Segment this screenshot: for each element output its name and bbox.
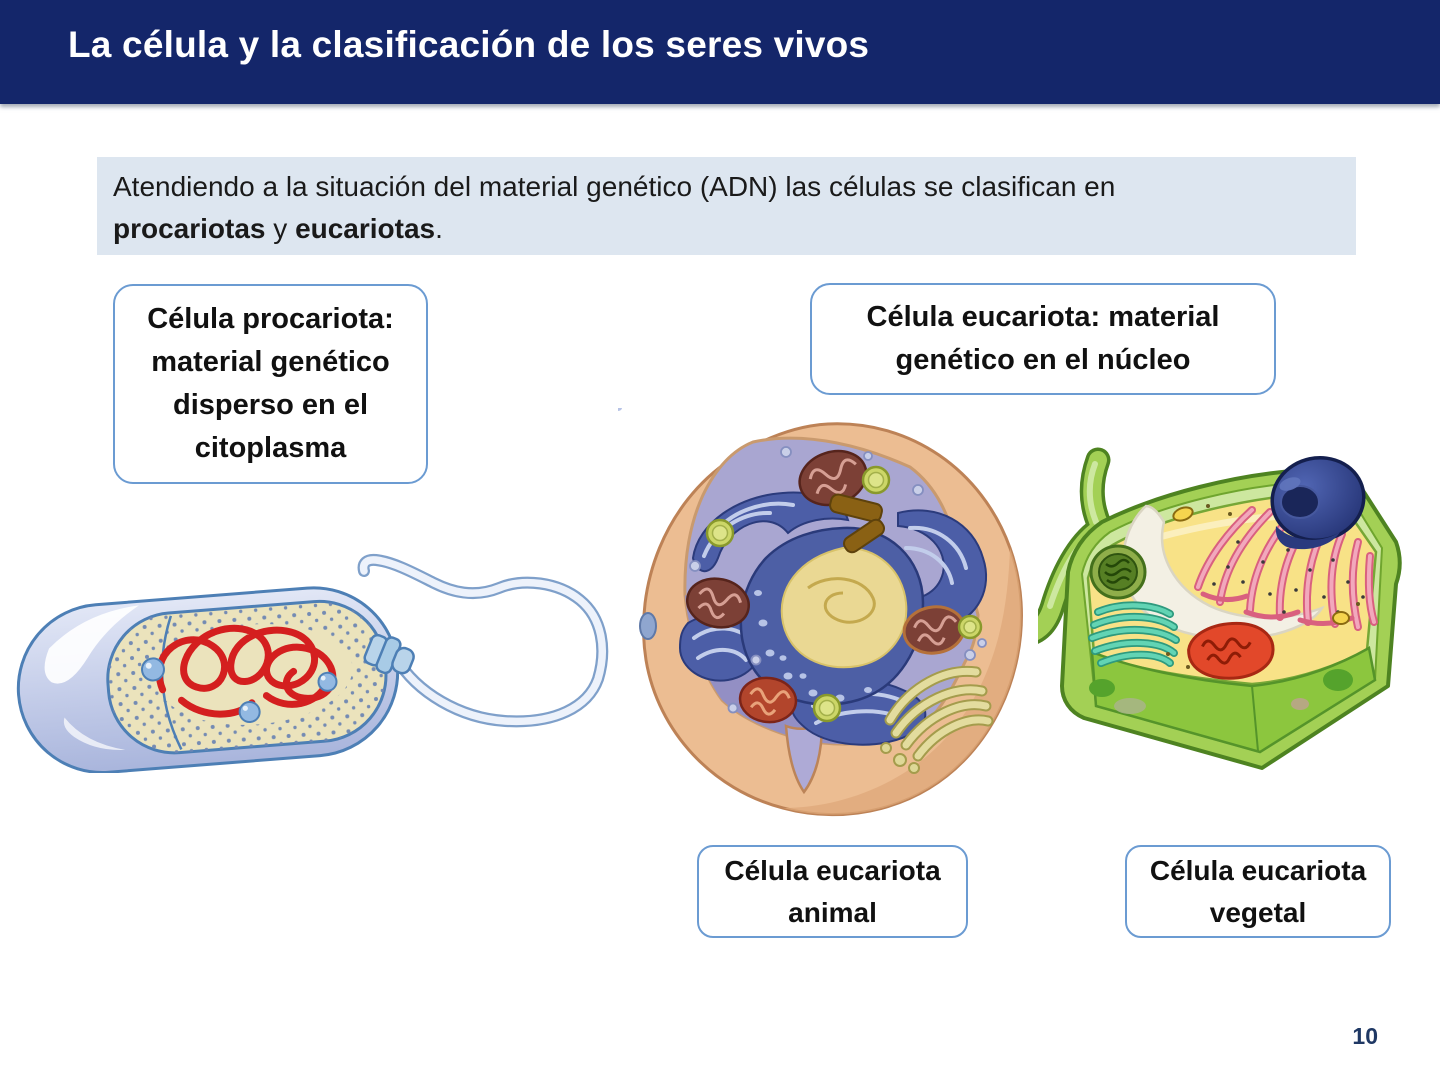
- nucleus: [618, 408, 925, 706]
- ribosome-dots: [1212, 540, 1365, 614]
- callout-procariota-line: citoplasma: [194, 432, 347, 464]
- statement-bold-procariotas: procariotas: [113, 213, 266, 244]
- nucleolus: [1280, 485, 1320, 519]
- bacterium-body: [16, 586, 400, 773]
- capsule-gloss: [44, 605, 139, 684]
- label-vegetal-line: Célula eucariota: [1149, 854, 1367, 886]
- label-vegetal-line: vegetal: [1209, 896, 1307, 928]
- label-animal-line: Célula eucariota: [724, 854, 941, 886]
- statement-box: Atendiendo a la situación del material g…: [97, 157, 1356, 255]
- page-number: 10: [1352, 1023, 1378, 1049]
- nucleus-lip: [1275, 526, 1340, 550]
- vesicles: [689, 446, 987, 714]
- cell-wall-front-face: [1089, 646, 1377, 754]
- nuclear-pores: [618, 408, 872, 702]
- page-title: La célula y la clasificación de los sere…: [68, 24, 870, 65]
- header-bar: La célula y la clasificación de los sere…: [0, 0, 1440, 104]
- plant-cell-illustration: [1038, 447, 1402, 770]
- membrane-pit: [639, 612, 657, 640]
- chromatin: [807, 577, 876, 624]
- flagellum: [357, 553, 609, 728]
- callout-procariota-line: Célula procariota:: [147, 303, 394, 335]
- lysosomes: [705, 465, 983, 723]
- label-animal-line: animal: [788, 896, 877, 928]
- statement-line1: Atendiendo a la situación del material g…: [113, 171, 1116, 202]
- callout-procariota: Célula procariota: material genético dis…: [113, 284, 428, 484]
- peroxisomes: [1166, 504, 1360, 669]
- mitochondrion: [686, 577, 750, 629]
- callout-procariota-line: disperso en el: [172, 389, 368, 421]
- statement-connector: y: [265, 213, 296, 244]
- callout-eucariota: Célula eucariota: material genético en e…: [810, 283, 1276, 395]
- callout-eucariota-line: Célula eucariota: material: [866, 301, 1220, 333]
- mitochondrion: [798, 449, 868, 507]
- label-celula-vegetal: Célula eucariota vegetal: [1125, 845, 1391, 938]
- mitochondrion: [1187, 621, 1275, 680]
- nucleolus: [780, 546, 908, 669]
- chloroplast: [1089, 544, 1147, 600]
- statement-period: .: [435, 213, 443, 244]
- mitochondrion: [738, 676, 798, 724]
- callout-procariota-line: material genético: [151, 346, 390, 378]
- golgi-apparatus: [880, 665, 994, 774]
- statement-line2: procariotas y eucariotas.: [113, 208, 1336, 250]
- callout-eucariota-line: genético en el núcleo: [895, 344, 1191, 376]
- centrioles: [829, 493, 885, 554]
- label-celula-animal: Célula eucariota animal: [697, 845, 968, 938]
- prokaryote-cell-illustration: [16, 553, 609, 773]
- nucleus: [1270, 456, 1366, 550]
- statement-bold-eucariotas: eucariotas: [295, 213, 436, 244]
- flagellum-basal-body: [363, 633, 415, 675]
- golgi-apparatus: [1088, 601, 1180, 667]
- animal-cell-illustration: [618, 408, 1023, 817]
- inclusion-granules: [140, 657, 338, 723]
